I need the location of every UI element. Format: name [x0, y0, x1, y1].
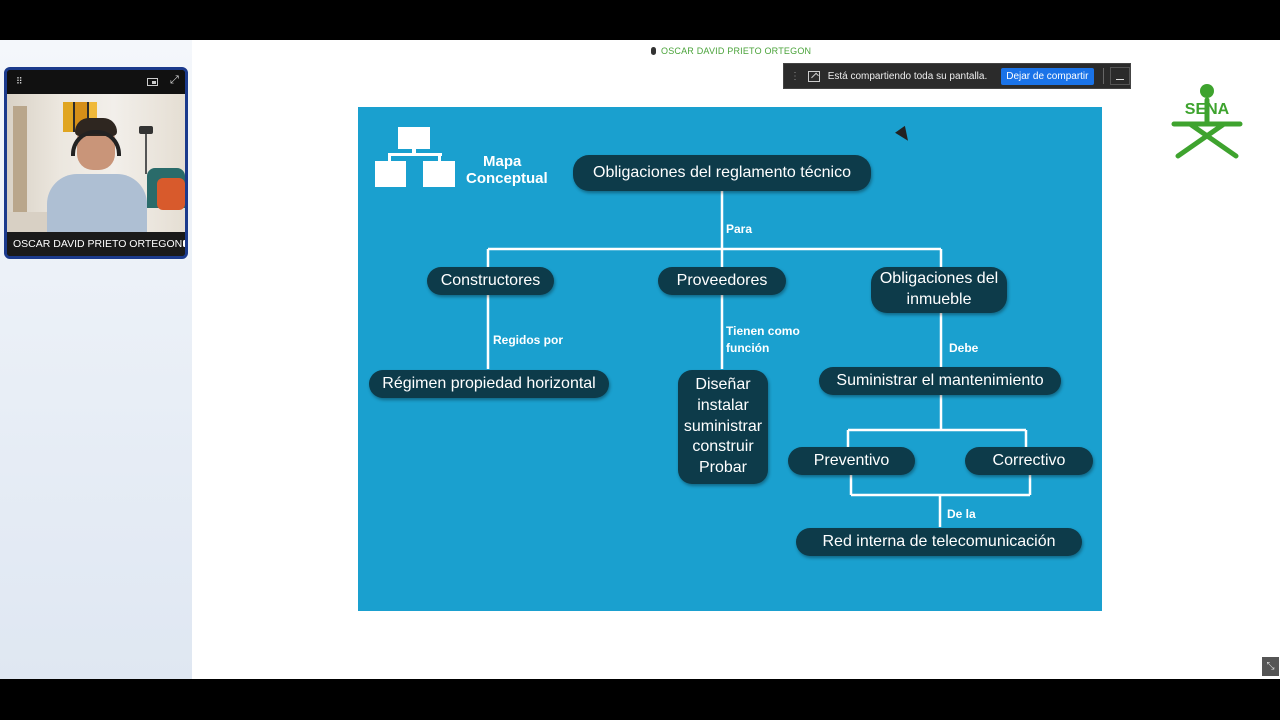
participant-name-label: OSCAR DAVID PRIETO ORTEGON: [7, 232, 185, 256]
fullscreen-icon[interactable]: ⤡: [1262, 657, 1279, 676]
edge-label-line1: Tienen como: [726, 324, 800, 338]
sena-logo-icon: [1171, 84, 1243, 159]
participant-video-tile[interactable]: ⠿ ⤢ OSCAR DAVID PRIETO ORTEGON: [4, 67, 188, 259]
node-red-interna: Red interna de telecomunicación: [796, 528, 1082, 556]
sena-logo-text: SENA: [1184, 101, 1230, 118]
minimize-button[interactable]: [1110, 67, 1130, 85]
active-speaker-name: OSCAR DAVID PRIETO ORTEGON: [661, 46, 812, 56]
funcion-item: Probar: [698, 459, 748, 477]
video-tile-header: ⠿ ⤢: [7, 70, 185, 94]
node-funciones: Diseñar instalar suministrar construir P…: [678, 370, 768, 484]
participant-name: OSCAR DAVID PRIETO ORTEGON: [13, 238, 183, 250]
microphone-icon: [651, 47, 656, 55]
shared-slide: Mapa Conceptual Obligaciones del reglame…: [358, 107, 1102, 611]
microphone-icon: [183, 240, 185, 247]
edge-label-tienen: Tienen como función: [726, 323, 800, 357]
edge-label-dela: De la: [947, 507, 976, 521]
minimize-icon: [1116, 79, 1125, 80]
logo-title-line2: Conceptual: [466, 170, 548, 187]
picture-in-picture-icon[interactable]: [147, 78, 158, 86]
node-text-line2: inmueble: [906, 291, 972, 308]
node-root: Obligaciones del reglamento técnico: [573, 155, 871, 191]
edge-label-debe: Debe: [949, 341, 979, 355]
node-constructores: Constructores: [427, 267, 554, 295]
edge-label-para: Para: [726, 222, 753, 236]
share-status-text: Está compartiendo toda su pantalla.: [827, 70, 988, 82]
funcion-item: Diseñar: [695, 376, 751, 393]
stop-sharing-button[interactable]: Dejar de compartir: [1001, 67, 1094, 85]
top-letterbox: [0, 0, 1280, 40]
node-obligaciones-inmueble: Obligaciones del inmueble: [871, 267, 1007, 313]
active-speaker-indicator: OSCAR DAVID PRIETO ORTEGON: [651, 46, 811, 56]
tile-menu-icon[interactable]: ⠿: [16, 76, 23, 86]
bottom-letterbox: [0, 679, 1280, 720]
node-preventivo: Preventivo: [788, 447, 915, 475]
funcion-item: instalar: [697, 396, 749, 414]
node-proveedores: Proveedores: [658, 267, 786, 295]
concept-map-icon: [375, 127, 455, 187]
screen-share-icon: [808, 70, 820, 82]
node-correctivo: Correctivo: [965, 447, 1093, 475]
node-mantenimiento: Suministrar el mantenimiento: [819, 367, 1061, 395]
sena-logo: SENA: [1168, 84, 1246, 162]
expand-icon[interactable]: ⤢: [170, 74, 179, 86]
node-regimen: Régimen propiedad horizontal: [369, 370, 609, 398]
drag-handle-icon[interactable]: ⋮: [790, 70, 800, 82]
node-text-line1: Obligaciones del: [879, 270, 999, 288]
funcion-item: suministrar: [683, 417, 763, 435]
logo-title-line1: Mapa: [483, 153, 522, 170]
screen-share-bar: ⋮ Está compartiendo toda su pantalla. De…: [783, 63, 1131, 89]
divider: [1102, 68, 1104, 84]
funcion-item: construir: [692, 438, 754, 456]
edge-label-regidos: Regidos por: [493, 333, 564, 347]
edge-label-line2: función: [726, 340, 770, 355]
connector-lines: [375, 127, 1032, 527]
participant-video: [7, 94, 185, 232]
